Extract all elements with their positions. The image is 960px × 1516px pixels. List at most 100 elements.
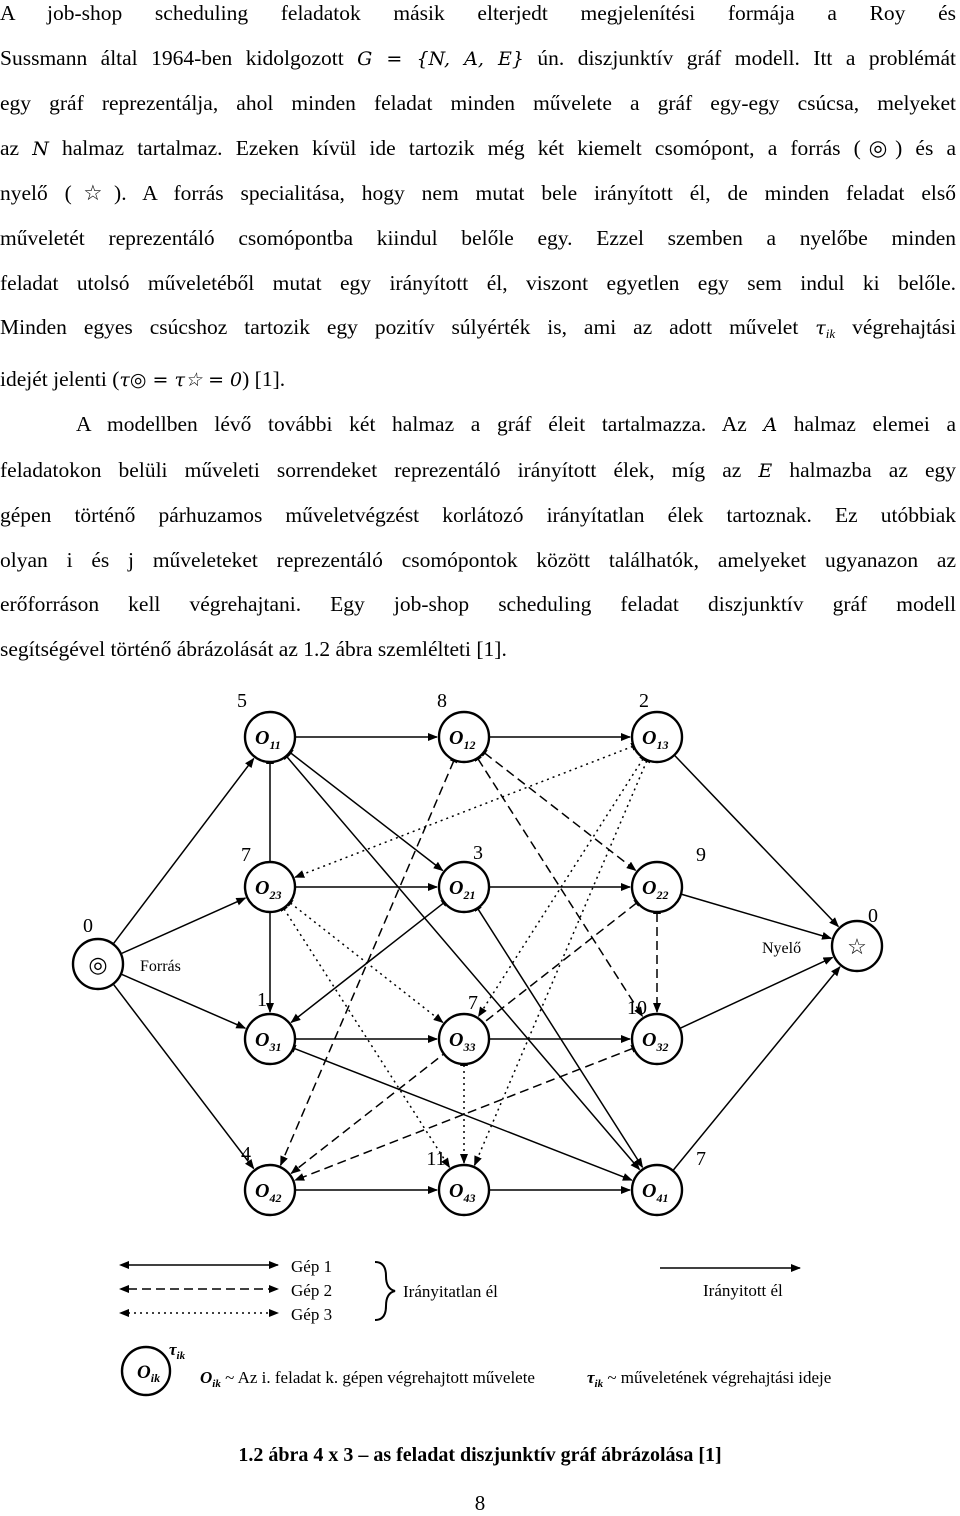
node-weight: 4 [241,1143,251,1165]
text-line: A job-shop scheduling feladatok másik el… [0,0,956,36]
node-label: O23 [255,877,281,902]
text-line: olyan i és j műveleteket reprezentáló cs… [0,538,956,583]
node-weight: 7 [468,992,478,1014]
text-line: nyelő (☆). A forrás specialitása, hogy n… [0,171,956,216]
node-label: O43 [449,1180,475,1205]
node-label: O41 [642,1180,668,1205]
sink-node [830,919,884,973]
text-line: feladat utolsó műveletéből mutat egy irá… [0,261,956,306]
line-text: nyelő (☆). A forrás specialitása, hogy n… [0,181,956,206]
edge-source-11 [113,757,255,944]
line-text: feladatokon belüli műveleti sorrendeket … [0,457,759,482]
text-line: A modellben lévő további két halmaz a gr… [0,402,956,448]
edge-machine1-11-41 [281,749,641,1171]
line-text: olyan i és j műveleteket reprezentáló cs… [0,547,956,572]
node-weight: 5 [237,690,247,712]
line-text: az [0,135,33,160]
node-weight: 9 [696,844,706,866]
line-text: Minden egyes csúcshoz tartozik egy pozit… [0,315,816,340]
line-text: ) [1]. [242,366,286,391]
line-text: egy gráf reprezentálja, ahol minden fela… [0,91,956,116]
edge-machine3-13-23 [294,743,642,878]
node-o33 [437,1012,491,1066]
legend-node-symbol: Oik [137,1362,160,1385]
sink-weight: 0 [868,905,878,927]
node-o23 [243,860,297,914]
text-line: műveletét reprezentáló csomópontba kiind… [0,216,956,261]
edge-41-sink [672,966,841,1171]
legend-undirected-label: Irányitatlan él [403,1282,498,1301]
line-text: segítségével történő ábrázolását az 1.2 … [0,636,507,661]
source-symbol-icon: ◎ [88,952,107,977]
text-line: Sussmann által 1964-ben kidolgozott G = … [0,36,956,82]
edge-machine3-13-43 [473,752,651,1167]
paragraph-1: A job-shop scheduling feladatok másik el… [0,0,956,402]
edge-machine1-11-21 [283,747,444,872]
legend-node-description: Oik ~ Az i. feladat k. gépen végrehajtot… [200,1368,535,1390]
node-label: O11 [255,727,281,752]
edge-machine1-21-41 [473,901,644,1169]
node-label: O32 [642,1029,668,1054]
graph-edges [113,733,841,1194]
edge-source-23 [121,897,247,955]
node-o42 [243,1163,297,1217]
node-label: O13 [642,727,668,752]
math-set-g: G = {N, A, E} [357,47,524,70]
sink-label: Nyelő [762,940,801,957]
node-o32 [630,1012,684,1066]
node-weight: 1 [257,989,267,1011]
edge-32-sink [680,956,834,1029]
node-o21 [437,860,491,914]
legend-brace [374,1261,396,1321]
legend-machine-2: Gép 2 [291,1281,332,1300]
line-text: gépen történő párhuzamos műveletvégzést … [0,503,956,528]
line-text: műveletét reprezentáló csomópontba kiind… [0,225,956,250]
source-weight: 0 [83,915,93,937]
math-set-e: E [758,459,773,482]
text-line: egy gráf reprezentálja, ahol minden fela… [0,81,956,126]
math-tau: τ [815,317,826,340]
legend-directed-label: Irányitott él [703,1281,783,1300]
disjunctive-graph-figure: O115O128O132O237O213O229O311O337O3210O42… [71,690,884,1397]
edge-13-sink [674,755,840,928]
node-o31 [243,1012,297,1066]
paragraph-2: A modellben lévő további két halmaz a gr… [0,402,956,672]
line-text: Sussmann által 1964-ben kidolgozott [0,45,358,70]
line-text: halmaz elemei a [777,412,956,436]
math-set-a: A [763,414,778,436]
node-label: O33 [449,1029,475,1054]
node-label: O12 [449,727,475,752]
line-text: idejét jelenti ( [0,366,120,391]
text-line: feladatokon belüli műveleti sorrendeket … [0,448,956,494]
graph-nodes: O115O128O132O237O213O229O311O337O3210O42… [71,690,884,1217]
node-o11 [243,710,297,764]
text-line: az N halmaz tartalmaz. Ezeken kívül ide … [0,126,956,172]
node-weight: 10 [627,997,647,1019]
text-line: erőforráson kell végrehajtani. Egy job-s… [0,582,956,627]
text-line: idejét jelenti (τ◎ = τ☆ = 0) [1]. [0,357,956,403]
source-node [71,937,125,991]
math-subscript: ik [825,326,836,342]
node-label: O42 [255,1180,281,1205]
edge-machine3-23-43 [279,901,451,1169]
node-weight: 7 [696,1148,706,1170]
text-line: Minden egyes csúcshoz tartozik egy pozit… [0,305,956,357]
math-tau-equation: τ◎ = τ☆ = 0 [119,368,243,391]
node-label: O31 [255,1029,281,1054]
edge-source-42 [113,984,255,1170]
line-text: feladat utolsó műveletéből mutat egy irá… [0,270,956,295]
edge-source-31 [121,973,247,1029]
legend-tau-description: τik ~ műveletének végrehajtási ideje [587,1368,831,1390]
node-o22 [630,860,684,914]
node-o41 [630,1163,684,1217]
node-weight: 7 [241,844,251,866]
legend-machine-1: Gép 1 [291,1257,332,1276]
node-label: O21 [449,877,475,902]
line-text: erőforráson kell végrehajtani. Egy job-s… [0,592,956,617]
line-text: ún. diszjunktív gráf modell. Itt a probl… [523,45,956,70]
node-weight: 11 [426,1148,445,1170]
edge-22-sink [681,893,833,940]
node-weight: 8 [437,690,447,712]
node-label: O22 [642,877,668,902]
